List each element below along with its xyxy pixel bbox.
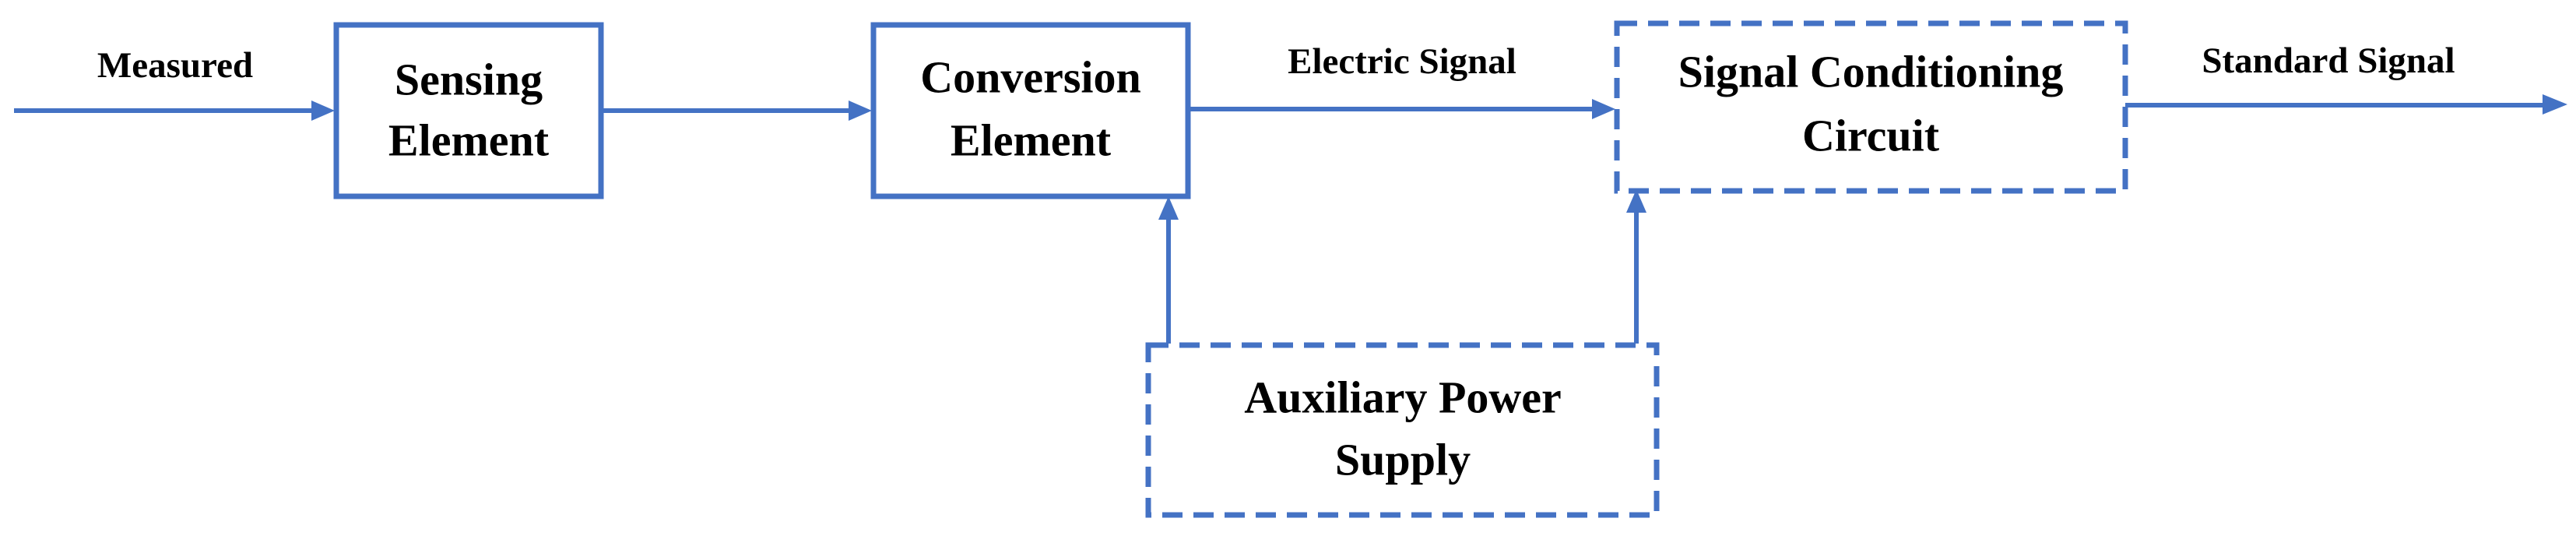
arrowhead-conversion-icon xyxy=(849,100,872,121)
arrowhead-output-icon xyxy=(2543,94,2567,115)
arrowhead-conditioning-icon xyxy=(1592,99,1615,119)
signal-conditioning-circuit-label-line1: Signal Conditioning xyxy=(1678,46,2064,97)
auxiliary-power-supply-block: Auxiliary Power Supply xyxy=(1145,342,1660,518)
conversion-element-label-line2: Element xyxy=(951,115,1112,165)
electric-signal-label: Electric Signal xyxy=(1288,41,1516,82)
sensing-element-label-line2: Element xyxy=(388,115,550,165)
signal-conditioning-circuit-box xyxy=(1614,20,2128,194)
conversion-element-box xyxy=(870,22,1191,199)
conversion-element-block: Conversion Element xyxy=(870,22,1191,199)
signal-conditioning-circuit-label-line2: Circuit xyxy=(1802,110,1940,160)
arrowhead-power-conversion-icon xyxy=(1158,196,1179,220)
measured-label: Measured xyxy=(97,45,253,86)
signal-conditioning-circuit-block: Signal Conditioning Circuit xyxy=(1614,20,2128,194)
arrowhead-power-conditioning-icon xyxy=(1626,189,1646,213)
conversion-element-label-line1: Conversion xyxy=(920,51,1141,102)
auxiliary-power-supply-label-line2: Supply xyxy=(1335,434,1471,485)
auxiliary-power-supply-label-line1: Auxiliary Power xyxy=(1244,372,1562,422)
connectors xyxy=(14,94,2567,344)
sensing-element-label-line1: Sensing xyxy=(395,54,543,104)
sensing-element-block: Sensing Element xyxy=(333,22,604,199)
auxiliary-power-supply-box xyxy=(1145,342,1660,518)
arrowhead-sensing-icon xyxy=(311,100,335,121)
standard-signal-label: Standard Signal xyxy=(2202,41,2455,81)
sensing-element-box xyxy=(333,22,604,199)
